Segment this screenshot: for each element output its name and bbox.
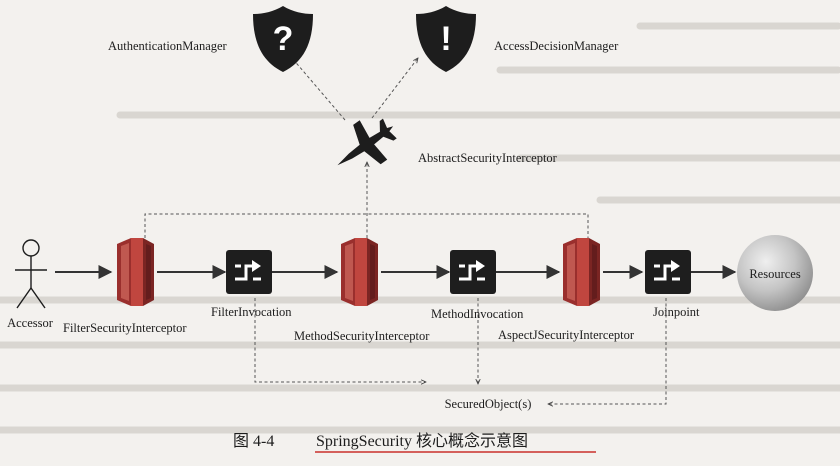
aspectj-security-interceptor-server-stack-icon [563, 238, 600, 306]
filter-security-interceptor-server-stack-icon [117, 238, 154, 306]
accessor-label: Accessor [7, 316, 54, 330]
stick-figure-icon [15, 239, 47, 309]
access-decision-manager-label: AccessDecisionManager [494, 39, 619, 53]
filter-invocation-label: FilterInvocation [211, 305, 292, 319]
jet-icon [337, 118, 397, 166]
method-invocation-label: MethodInvocation [431, 307, 524, 321]
resources-sphere [737, 235, 813, 311]
authentication-manager-label: AuthenticationManager [108, 39, 228, 53]
svg-text:!: ! [440, 20, 451, 58]
method-security-interceptor-label: MethodSecurityInterceptor [294, 329, 430, 343]
secured-objects-label: SecuredObject(s) [445, 397, 532, 411]
caption-title: SpringSecurity 核心概念示意图 [316, 431, 528, 450]
method-security-interceptor-server-stack-icon [341, 238, 378, 306]
svg-text:?: ? [273, 20, 294, 58]
filter-invocation-flow-arrow-icon [224, 248, 274, 296]
abstract-security-interceptor-label: AbstractSecurityInterceptor [418, 151, 558, 165]
aspectj-security-interceptor-label: AspectJSecurityInterceptor [498, 328, 635, 342]
exclamation-shield-icon: ! [416, 6, 476, 72]
question-shield-icon: ? [253, 6, 313, 72]
background-text-lines [0, 22, 840, 434]
joinpoint-flow-arrow-icon [643, 248, 693, 296]
joinpoint-label: Joinpoint [653, 305, 700, 319]
method-invocation-flow-arrow-icon [448, 248, 498, 296]
connectors [55, 58, 737, 404]
filter-security-interceptor-label: FilterSecurityInterceptor [63, 321, 187, 335]
resources-label: Resources [749, 267, 801, 281]
caption-number: 图 4-4 [233, 433, 274, 450]
